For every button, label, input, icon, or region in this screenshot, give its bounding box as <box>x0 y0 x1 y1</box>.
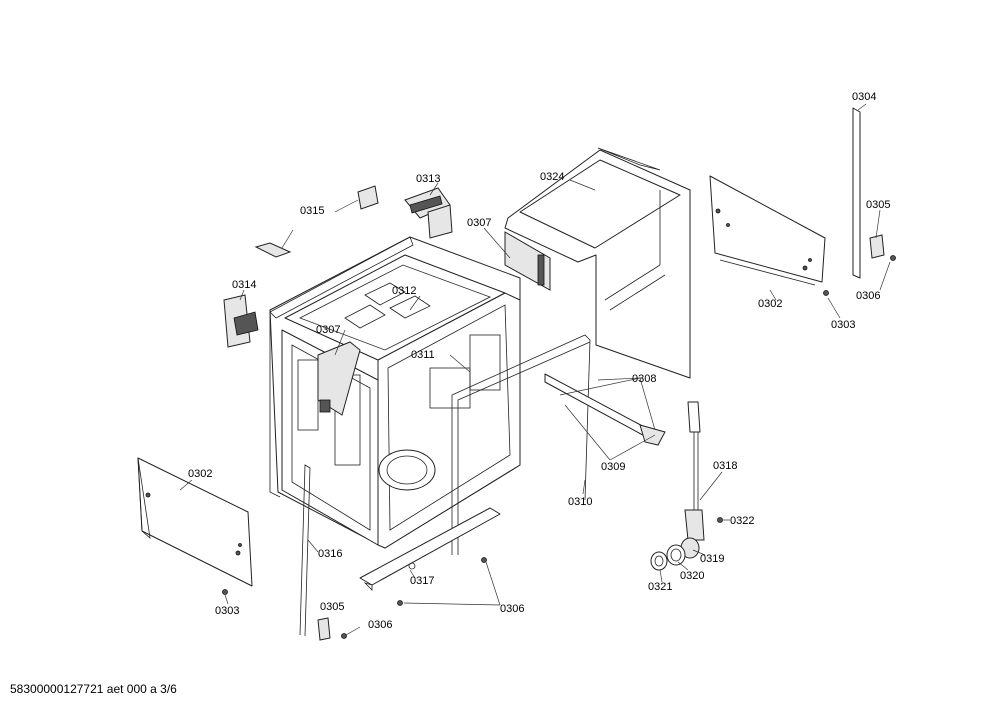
callout-0315: 0315 <box>300 205 324 217</box>
back-shield <box>504 147 691 379</box>
leader-lines <box>179 103 891 636</box>
bottom-rail <box>359 507 501 591</box>
inlet-fittings <box>650 517 723 571</box>
callout-0316: 0316 <box>318 548 342 560</box>
callout-0302-right: 0302 <box>758 298 782 310</box>
side-panel-left <box>137 457 253 587</box>
callout-0311: 0311 <box>411 349 435 361</box>
callout-0320: 0320 <box>680 570 704 582</box>
callout-labels: 0304 0324 0313 0315 0307 0305 0312 0314 … <box>188 91 890 631</box>
trim-strip-right <box>852 107 861 279</box>
side-cover <box>317 341 361 416</box>
document-footer: 58300000127721 aet 000 a 3/6 <box>10 682 177 696</box>
callout-0310: 0310 <box>568 496 592 508</box>
callout-0312: 0312 <box>392 285 416 297</box>
clip-left <box>317 617 331 641</box>
callout-0317: 0317 <box>410 575 434 587</box>
callout-0318: 0318 <box>713 460 737 472</box>
callout-0302-left: 0302 <box>188 468 212 480</box>
callout-0314: 0314 <box>232 279 256 291</box>
callout-0306-right: 0306 <box>856 290 880 302</box>
callout-0324: 0324 <box>540 171 564 183</box>
callout-0304: 0304 <box>852 91 876 103</box>
callout-0307-left: 0307 <box>316 324 340 336</box>
callout-0305-left: 0305 <box>320 601 344 613</box>
callout-0308: 0308 <box>632 373 656 385</box>
hinge-bracket-top <box>404 187 453 239</box>
callout-0306-bottom: 0306 <box>500 603 524 615</box>
callout-0305-right: 0305 <box>866 199 890 211</box>
callout-0321: 0321 <box>648 581 672 593</box>
callout-0313: 0313 <box>416 173 440 185</box>
callout-0306-left: 0306 <box>368 619 392 631</box>
side-panel-right <box>709 175 826 286</box>
clip-right <box>869 234 885 259</box>
hinge-bracket-side <box>223 294 259 348</box>
callout-0309: 0309 <box>601 461 625 473</box>
door-seal <box>451 334 591 555</box>
callout-0322: 0322 <box>730 515 754 527</box>
tub-assembly <box>269 236 521 549</box>
callout-0303-left: 0303 <box>215 605 239 617</box>
seal-strip-left <box>299 464 311 637</box>
inlet-hose <box>684 401 705 541</box>
callout-0319: 0319 <box>700 553 724 565</box>
callout-0307-top: 0307 <box>467 217 491 229</box>
callout-0303-right: 0303 <box>831 319 855 331</box>
hinge-arm <box>544 373 666 461</box>
mounting-bracket-0315 <box>254 185 379 258</box>
